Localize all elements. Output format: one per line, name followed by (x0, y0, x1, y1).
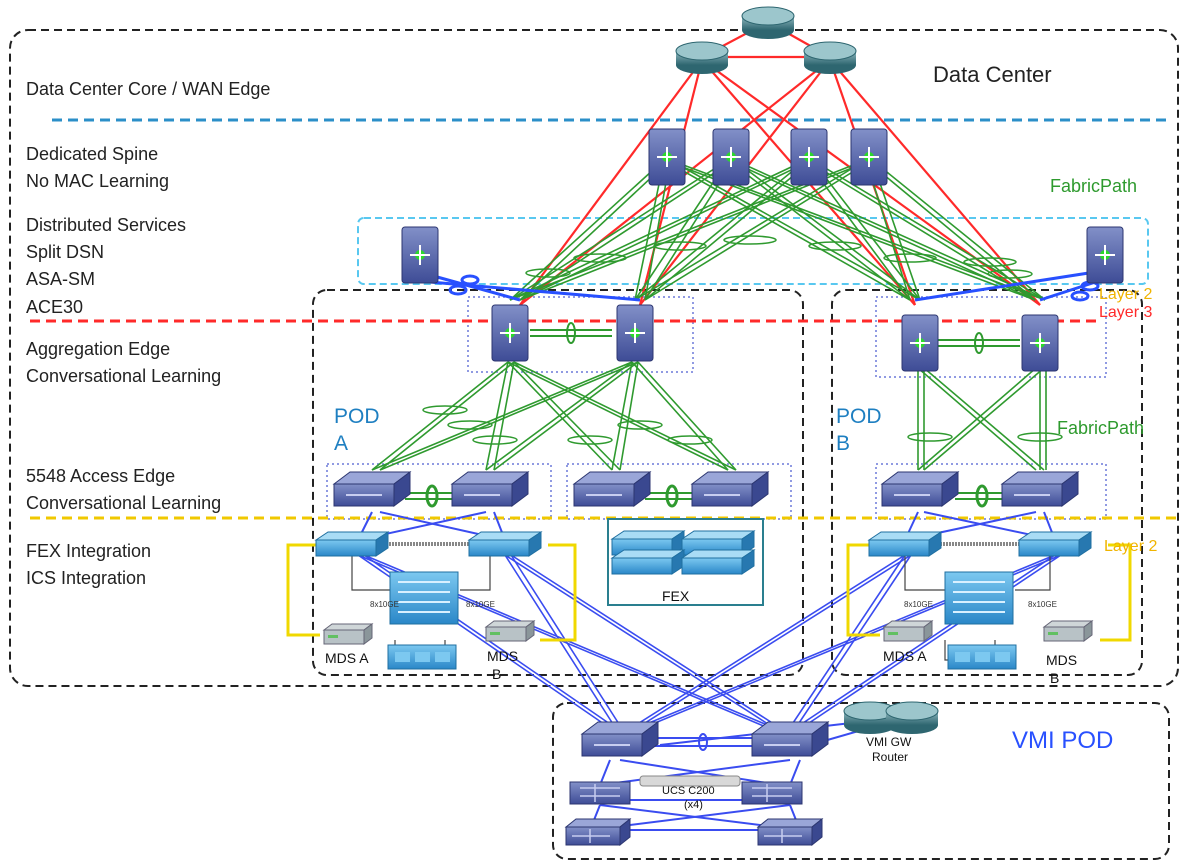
fabricpath-label-podb: FabricPath (1057, 418, 1145, 438)
mds-a-left-label: MDS A (325, 650, 369, 666)
services-label-line1: Distributed Services (26, 215, 187, 235)
layer2-label-top: Layer 2 (1099, 286, 1153, 303)
core-label: Data Center Core / WAN Edge (26, 79, 271, 99)
data-center-boundary (9, 29, 1179, 687)
pod-b-boundary (831, 289, 1143, 676)
fex-label-line2: ICS Integration (26, 568, 147, 588)
link-label-a1: 8x10GE (370, 600, 399, 609)
access-label-line2: Conversational Learning (26, 493, 222, 513)
access-label-line1: 5548 Access Edge (26, 466, 176, 486)
spine-label-line1: Dedicated Spine (26, 144, 159, 164)
fc-yellow-links (286, 543, 1132, 642)
link-label-b1: 8x10GE (904, 600, 933, 609)
layer2-label-bottom: Layer 2 (1104, 538, 1158, 555)
mds-a-right-label: MDS A (883, 648, 927, 664)
mds-b-left-label-line2: B (492, 666, 502, 682)
aggregation-label-line2: Conversational Learning (26, 366, 222, 386)
fabricpath-label-top: FabricPath (1050, 176, 1138, 196)
ucs-c200-label-line1: UCS C200 (662, 785, 715, 797)
link-label-a2: 8x10GE (466, 600, 495, 609)
aggregation-peer-links (405, 322, 1020, 508)
services-label-line2: Split DSN (26, 242, 105, 262)
services-label-line3: ASA-SM (26, 269, 96, 289)
mds-b-left-label-line1: MDS (487, 648, 519, 664)
spine-label-line2: No MAC Learning (26, 171, 170, 191)
fabricpath-spine-links (509, 159, 1046, 301)
pod-a-agg-access-links (371, 361, 737, 471)
services-blue-links (429, 268, 1109, 302)
aggregation-label-line1: Aggregation Edge (26, 339, 171, 359)
pod-b-agg-access-links (917, 367, 1047, 471)
services-label-line4: ACE30 (26, 297, 84, 317)
access-switches (333, 471, 1079, 507)
pod-a-boundary (312, 289, 804, 676)
storage-arrays (387, 644, 1017, 670)
pod-a-label-line1: POD (334, 405, 380, 428)
ucs-c200-label-line2: (x4) (684, 799, 703, 811)
mds-b-right-label-line2: B (1050, 670, 1060, 686)
distributed-services-box (357, 217, 1149, 285)
fex-label: FEX (662, 588, 690, 604)
pod-a-label-line2: A (334, 432, 349, 455)
fex-label-line1: FEX Integration (26, 541, 152, 561)
mds-b-right-label-line1: MDS (1046, 652, 1078, 668)
link-label-b2: 8x10GE (1028, 600, 1057, 609)
aggregation-switches (491, 304, 1059, 372)
layer3-label: Layer 3 (1099, 304, 1153, 321)
vmi-gw-label-line2: Router (872, 750, 909, 764)
vmi-pod-label: VMI POD (1012, 727, 1114, 754)
fex-box (607, 518, 764, 606)
pod-b-label-line2: B (836, 432, 851, 455)
core-routers (675, 6, 857, 75)
pod-b-label-line1: POD (836, 405, 882, 428)
ucs-blade-chassis (389, 571, 1014, 625)
diagram-title: Data Center (933, 62, 1052, 87)
vmi-gw-label-line1: VMI GW (866, 735, 912, 749)
vmi-devices (565, 701, 939, 846)
